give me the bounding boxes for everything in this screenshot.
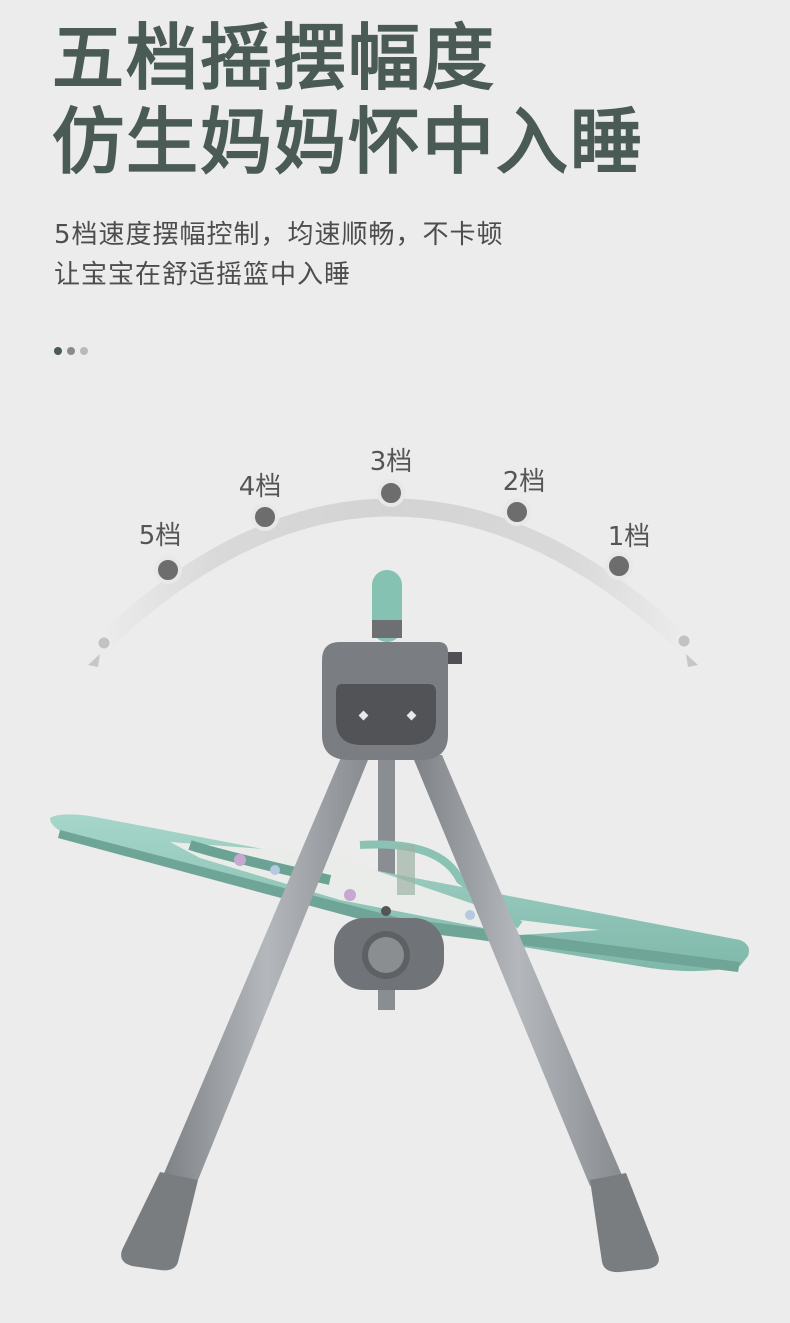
motor-hub — [334, 906, 444, 990]
description-line-2: 让宝宝在舒适摇篮中入睡 — [54, 260, 352, 290]
arc-right-arrow — [686, 654, 698, 667]
arc-left-arrow — [88, 654, 100, 667]
arc-end-left — [95, 634, 113, 652]
gear-marker-1: 1档 — [605, 522, 651, 580]
top-housing — [322, 570, 462, 760]
gear-label-4: 4档 — [239, 472, 282, 502]
headline-line-1: 五档摇摆幅度 — [52, 16, 497, 100]
pagination-dot-active — [54, 347, 62, 355]
gear-arc — [91, 498, 695, 654]
gear-label-3: 3档 — [370, 447, 413, 477]
pagination-dots — [54, 347, 88, 355]
description-line-1: 5档速度摆幅控制，均速顺畅，不卡顿 — [54, 220, 504, 250]
left-foot — [121, 1172, 198, 1271]
gear-label-5: 5档 — [139, 521, 182, 551]
right-foot — [590, 1173, 659, 1273]
gear-label-1: 1档 — [608, 522, 651, 552]
pagination-dot — [80, 347, 88, 355]
gear-label-2: 2档 — [503, 467, 546, 497]
front-legs — [121, 755, 659, 1273]
gear-marker-4: 4档 — [239, 472, 282, 531]
gear-marker-3: 3档 — [370, 447, 413, 507]
pagination-dot — [67, 347, 75, 355]
gear-marker-5: 5档 — [139, 521, 182, 584]
headline-line-2: 仿生妈妈怀中入睡 — [52, 100, 645, 184]
arc-end-right — [675, 632, 693, 650]
gear-marker-2: 2档 — [503, 467, 546, 526]
